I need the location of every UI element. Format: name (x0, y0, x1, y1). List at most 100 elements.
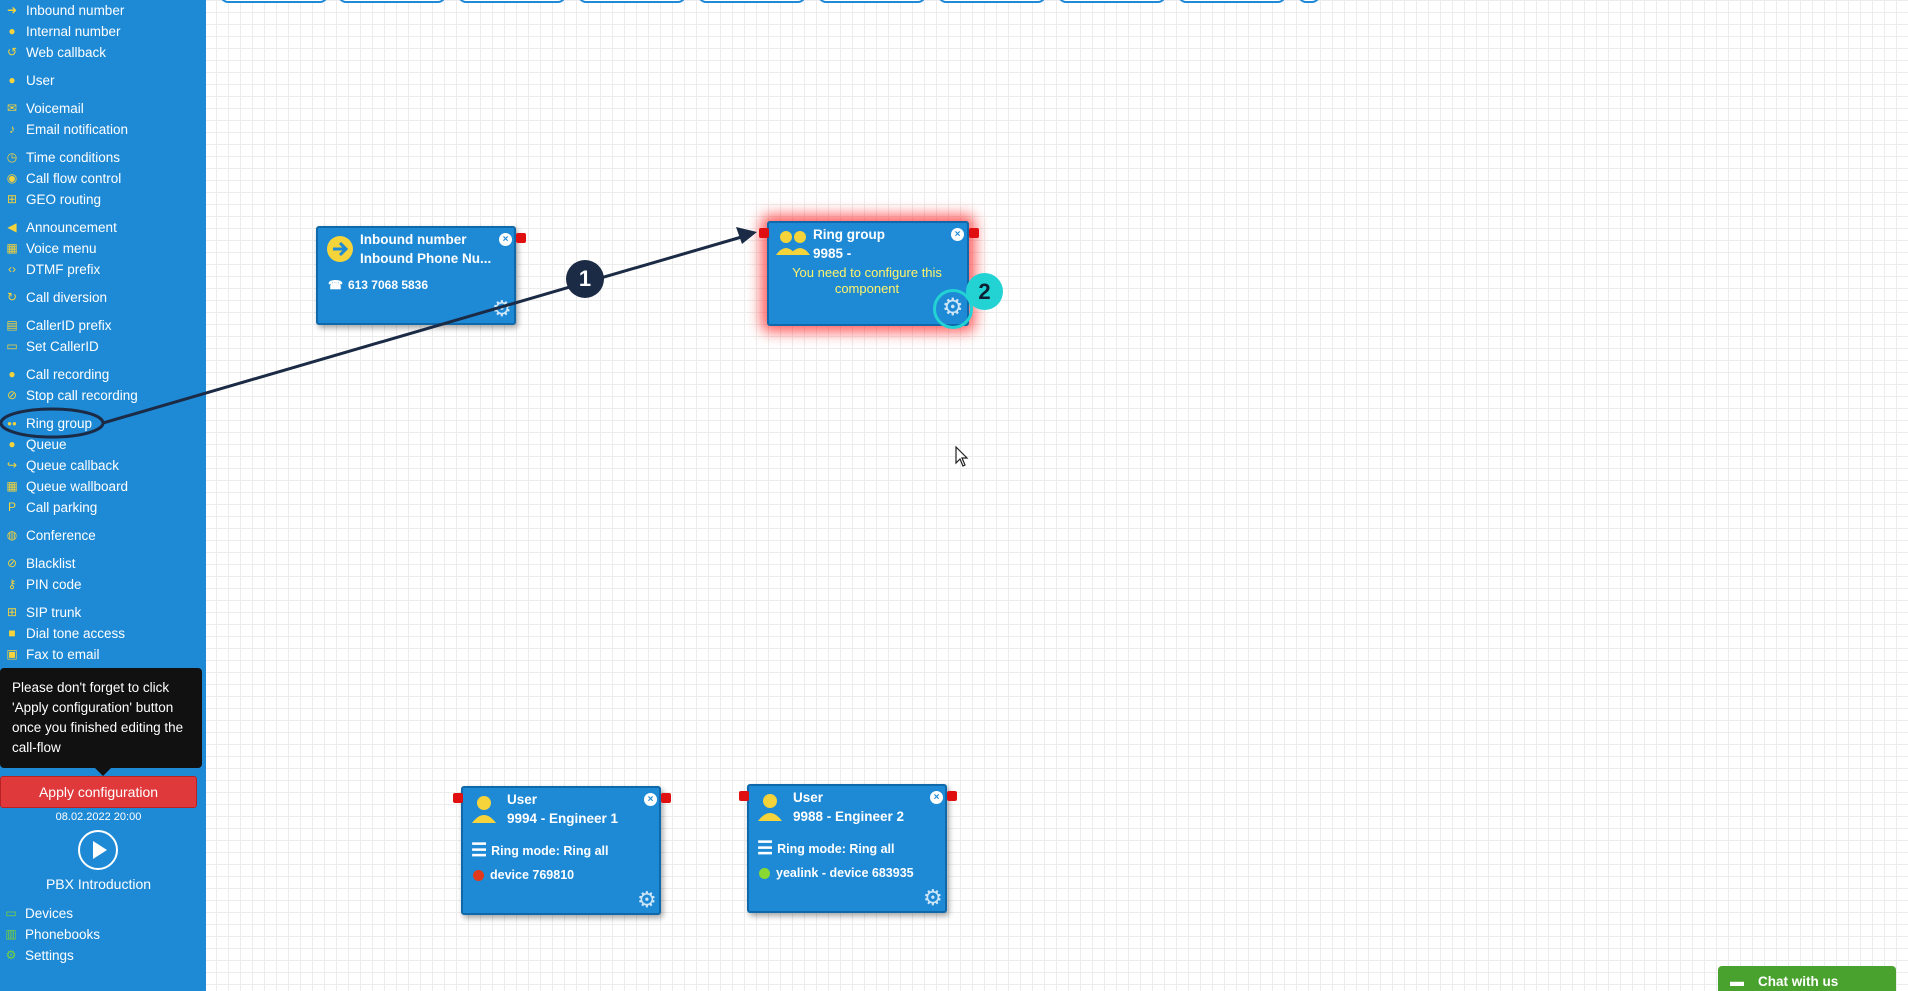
sidebar-item-label: Set CallerID (26, 338, 99, 354)
sidebar-item-label: Web callback (26, 44, 107, 60)
ring-group-node[interactable]: Ring group 9985 - × You need to configur… (767, 221, 973, 329)
status-dot (759, 867, 770, 879)
sidebar-item-call-recording[interactable]: ●Call recording (4, 364, 109, 384)
top-tab[interactable] (220, 0, 328, 3)
top-tab[interactable] (938, 0, 1046, 3)
sidebar-item-label: Announcement (26, 219, 117, 235)
sidebar-item-settings[interactable]: ⚙Settings (3, 945, 74, 965)
user-node-engineer-2[interactable]: User 9988 - Engineer 2 × ☰Ring mode: Rin… (747, 784, 947, 913)
close-icon[interactable]: × (930, 791, 943, 804)
output-port[interactable] (661, 793, 671, 803)
top-tab[interactable] (1298, 0, 1320, 3)
close-icon[interactable]: × (644, 793, 657, 806)
top-tab[interactable] (698, 0, 806, 3)
sidebar-item-announcement[interactable]: ◀Announcement (4, 217, 117, 237)
sidebar-item-call-flow-control[interactable]: ◉Call flow control (4, 168, 122, 188)
list-indent-icon: ☰ (757, 838, 774, 858)
top-tab[interactable] (458, 0, 566, 3)
top-tab[interactable] (818, 0, 926, 3)
sidebar-item-queue-wallboard[interactable]: ▦Queue wallboard (4, 476, 128, 496)
inbound-number-node[interactable]: Inbound number Inbound Phone Nu... × ☎61… (316, 226, 516, 325)
drag-arrow-head (736, 227, 757, 244)
close-icon[interactable]: × (499, 233, 512, 246)
play-icon (93, 841, 107, 859)
chat-with-us-button[interactable]: ▬ Chat with us (1718, 966, 1896, 991)
sidebar-item-voice-menu[interactable]: ▦ Voice menu (4, 238, 97, 258)
top-tab[interactable] (1178, 0, 1286, 3)
user-node-engineer-1[interactable]: User 9994 - Engineer 1 × ☰Ring mode: Rin… (461, 786, 661, 915)
gear-icon[interactable]: ⚙ (492, 296, 512, 321)
output-port[interactable] (516, 233, 526, 243)
sidebar-item-dial-tone-access[interactable]: ■Dial tone access (4, 623, 125, 643)
sidebar-item-sip-trunk[interactable]: ⊞SIP trunk (4, 602, 81, 622)
configuration-warning: You need to configure this component (792, 265, 942, 296)
sidebar-item-call-diversion[interactable]: ↻Call diversion (4, 287, 107, 307)
node-title: Inbound number (360, 232, 467, 247)
sidebar-item-web-callback[interactable]: ↺ Web callback (4, 42, 106, 62)
top-tab[interactable] (1058, 0, 1166, 3)
close-icon[interactable]: × (951, 228, 964, 241)
gear-icon[interactable]: ⚙ (942, 294, 964, 321)
parking-icon: P (7, 500, 16, 514)
arrow-circle-icon: ➜ (6, 3, 18, 17)
sidebar-item-call-parking[interactable]: P Call parking (4, 497, 97, 517)
sidebar-item-blacklist[interactable]: ⊘Blacklist (4, 553, 76, 573)
sidebar-item-label: Call parking (26, 499, 98, 515)
sidebar-item-devices[interactable]: ▭Devices (3, 903, 73, 923)
sidebar-item-ring-group[interactable]: ●●Ring group (4, 413, 92, 433)
toggle-icon: ◉ (6, 171, 18, 185)
input-port[interactable] (739, 791, 749, 801)
sidebar-item-queue-callback[interactable]: ↪Queue callback (4, 455, 119, 475)
sidebar-item-conference[interactable]: ◍ Conference (4, 525, 96, 545)
sidebar-item-callerid-prefix[interactable]: ▤CallerID prefix (4, 315, 111, 335)
sidebar-item-label: Blacklist (26, 555, 76, 571)
sidebar-item-label: Voice menu (26, 240, 97, 256)
output-port[interactable] (969, 228, 979, 238)
sidebar-item-time-conditions[interactable]: ◷Time conditions (4, 147, 120, 167)
input-port[interactable] (759, 228, 769, 238)
sidebar-item-inbound-number[interactable]: ➜Inbound number (4, 0, 124, 20)
sidebar-item-internal-number[interactable]: ●Internal number (4, 21, 120, 41)
gear-icon[interactable]: ⚙ (923, 885, 943, 910)
history-icon: ↺ (6, 45, 18, 59)
node-subtitle: 9988 - Engineer 2 (793, 809, 905, 824)
input-port[interactable] (453, 793, 463, 803)
grid-icon: ▦ (6, 241, 18, 255)
pbx-introduction-link[interactable]: PBX Introduction (45, 876, 152, 892)
sidebar-item-label: Queue (26, 436, 67, 452)
gear-icon[interactable]: ⚙ (637, 887, 657, 912)
sidebar-item-dtmf-prefix[interactable]: ‹›DTMF prefix (4, 259, 100, 279)
comments-icon: ◍ (6, 528, 18, 542)
top-tab[interactable] (578, 0, 686, 3)
sidebar-item-voicemail[interactable]: ✉Voicemail (4, 98, 84, 118)
sidebar-item-label: Stop call recording (26, 387, 138, 403)
sidebar-item-label: DTMF prefix (26, 261, 101, 277)
sidebar-item-phonebooks[interactable]: ▥Phonebooks (3, 924, 100, 944)
output-port[interactable] (947, 791, 957, 801)
top-tab[interactable] (338, 0, 446, 3)
arrow-circle-icon (327, 236, 353, 262)
sidebar-item-queue[interactable]: ●Queue (4, 434, 67, 454)
apply-configuration-button[interactable]: Apply configuration (0, 776, 197, 808)
sidebar-item-label: Dial tone access (26, 625, 126, 641)
device-name: device 769810 (490, 868, 575, 882)
sidebar-item-label: GEO routing (26, 191, 102, 207)
sidebar-item-stop-call-recording[interactable]: ⊘Stop call recording (4, 385, 138, 405)
play-video-button[interactable] (78, 830, 118, 870)
sidebar-item-pin-code[interactable]: ⚷PIN code (4, 574, 82, 594)
table-icon: ▤ (6, 318, 18, 332)
apply-reminder-tooltip: Please don't forget to click 'Apply conf… (0, 668, 202, 776)
sidebar-item-geo-routing[interactable]: ⊞GEO routing (4, 189, 101, 209)
users-icon (776, 231, 810, 255)
sidebar-item-label: Conference (26, 527, 96, 543)
status-dot (473, 869, 484, 881)
sidebar-item-user[interactable]: ●User (4, 70, 54, 90)
fax-icon: ▣ (6, 647, 18, 661)
sidebar-item-set-callerid[interactable]: ▭Set CallerID (4, 336, 99, 356)
ring-mode-value: Ring mode: Ring all (491, 843, 609, 858)
sidebar-item-fax-to-email[interactable]: ▣Fax to email (4, 644, 99, 664)
sidebar-item-email-notification[interactable]: ♪Email notification (4, 119, 128, 139)
chat-label: Chat with us (1758, 973, 1839, 989)
user-icon (758, 794, 782, 821)
sidebar-item-label: Email notification (26, 121, 129, 137)
